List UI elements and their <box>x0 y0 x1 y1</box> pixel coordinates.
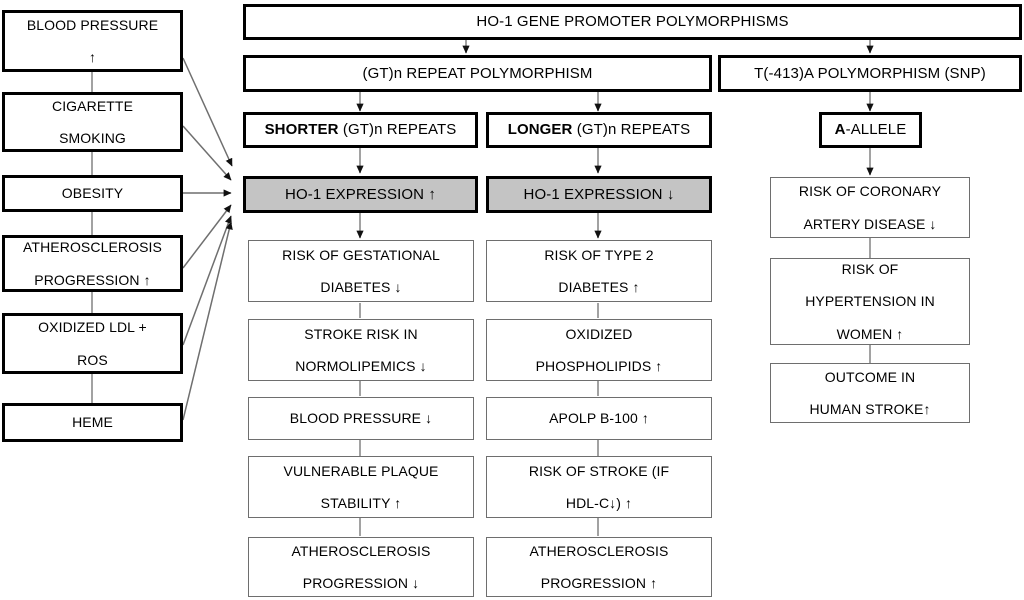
node-outcome-shorter-5[interactable]: ATHEROSCLEROSIS PROGRESSION ↓ <box>248 537 474 597</box>
outcome-text: STROKE RISK IN NORMOLIPEMICS ↓ <box>287 326 434 375</box>
outcome-line1: VULNERABLE PLAQUE <box>283 462 439 479</box>
outcome-text: ATHEROSCLEROSIS PROGRESSION ↓ <box>284 543 439 592</box>
outcome-line2: HUMAN STROKE↑ <box>809 401 931 418</box>
risk-factor-text: CIGARETTE SMOKING <box>44 98 141 147</box>
node-a-allele[interactable]: A-ALLELE <box>819 112 922 148</box>
outcome-line1: STROKE RISK IN <box>304 325 418 342</box>
outcome-text: RISK OF STROKE (IF HDL-C↓) ↑ <box>521 463 677 512</box>
outcome-text: ATHEROSCLEROSIS PROGRESSION ↑ <box>522 543 677 592</box>
outcome-text: OXIDIZED PHOSPHOLIPIDS ↑ <box>528 326 671 375</box>
risk-line2: ROS <box>77 351 108 368</box>
risk-factor-text: BLOOD PRESSURE ↑ <box>19 17 166 66</box>
outcome-text: OUTCOME IN HUMAN STROKE↑ <box>801 369 938 418</box>
outcome-line2: HYPERTENSION IN <box>805 293 935 310</box>
node-longer-label: LONGER (GT)n REPEATS <box>504 121 695 138</box>
outcome-line1: BLOOD PRESSURE ↓ <box>289 410 433 427</box>
outcome-line1: RISK OF GESTATIONAL <box>282 246 440 263</box>
node-outcome-longer-2[interactable]: OXIDIZED PHOSPHOLIPIDS ↑ <box>486 319 712 381</box>
node-longer-repeats[interactable]: LONGER (GT)n REPEATS <box>486 112 712 148</box>
node-outcome-shorter-1[interactable]: RISK OF GESTATIONAL DIABETES ↓ <box>248 240 474 302</box>
risk-line2: PROGRESSION ↑ <box>34 271 151 288</box>
outcome-line1: RISK OF STROKE (IF <box>528 462 670 479</box>
node-shorter-rest: (GT)n REPEATS <box>338 121 457 139</box>
risk-line1: BLOOD PRESSURE <box>26 16 159 33</box>
node-ho1-expression-down[interactable]: HO-1 EXPRESSION ↓ <box>486 176 712 213</box>
risk-factor-text: OXIDIZED LDL + ROS <box>30 319 155 368</box>
risk-line1: HEME <box>72 414 113 431</box>
node-shorter-strong: SHORTER <box>264 121 339 139</box>
node-risk-atherosclerosis-progression[interactable]: ATHEROSCLEROSIS PROGRESSION ↑ <box>2 235 183 292</box>
outcome-text: VULNERABLE PLAQUE STABILITY ↑ <box>276 463 447 512</box>
node-ho1-expression-up-label: HO-1 EXPRESSION ↑ <box>285 185 436 203</box>
node-risk-obesity[interactable]: OBESITY <box>2 175 183 212</box>
risk-line2: SMOKING <box>59 130 126 147</box>
node-gtn-label: (GT)n REPEAT POLYMORPHISM <box>362 64 593 82</box>
node-t413a-polymorphism[interactable]: T(-413)A POLYMORPHISM (SNP) <box>718 55 1022 92</box>
outcome-line2: HDL-C↓) ↑ <box>565 495 633 512</box>
node-outcome-shorter-2[interactable]: STROKE RISK IN NORMOLIPEMICS ↓ <box>248 319 474 381</box>
outcome-line1: ATHEROSCLEROSIS <box>529 542 669 559</box>
outcome-text: RISK OF GESTATIONAL DIABETES ↓ <box>274 247 448 296</box>
outcome-line2: PROGRESSION ↓ <box>302 575 420 592</box>
node-a-allele-rest: -ALLELE <box>845 121 907 139</box>
node-risk-blood-pressure[interactable]: BLOOD PRESSURE ↑ <box>2 10 183 72</box>
node-shorter-repeats[interactable]: SHORTER (GT)n REPEATS <box>243 112 478 148</box>
outcome-line1: APOLP B-100 ↑ <box>549 410 649 427</box>
node-outcome-snp-3[interactable]: OUTCOME IN HUMAN STROKE↑ <box>770 363 970 423</box>
outcome-line2: PROGRESSION ↑ <box>540 575 658 592</box>
node-outcome-longer-1[interactable]: RISK OF TYPE 2 DIABETES ↑ <box>486 240 712 302</box>
node-risk-heme[interactable]: HEME <box>2 403 183 442</box>
node-ho1-expression-up[interactable]: HO-1 EXPRESSION ↑ <box>243 176 478 213</box>
node-outcome-longer-5[interactable]: ATHEROSCLEROSIS PROGRESSION ↑ <box>486 537 712 597</box>
node-outcome-snp-2[interactable]: RISK OF HYPERTENSION IN WOMEN ↑ <box>770 258 970 345</box>
outcome-line1: RISK OF <box>841 260 899 277</box>
risk-line1: OBESITY <box>61 185 124 202</box>
outcome-line1: OUTCOME IN <box>824 368 916 385</box>
risk-line2: ↑ <box>88 49 97 66</box>
node-outcome-shorter-4[interactable]: VULNERABLE PLAQUE STABILITY ↑ <box>248 456 474 518</box>
outcome-line2: ARTERY DISEASE ↓ <box>803 215 937 232</box>
outcome-line2: DIABETES ↑ <box>558 279 640 296</box>
node-root-polymorphisms[interactable]: HO-1 GENE PROMOTER POLYMORPHISMS <box>243 4 1022 40</box>
risk-line1: ATHEROSCLEROSIS <box>23 239 162 256</box>
outcome-line1: RISK OF CORONARY <box>798 183 942 200</box>
outcome-line2: NORMOLIPEMICS ↓ <box>295 358 427 375</box>
outcome-line2: PHOSPHOLIPIDS ↑ <box>535 358 663 375</box>
risk-line1: CIGARETTE <box>51 97 134 114</box>
node-outcome-longer-3[interactable]: APOLP B-100 ↑ <box>486 397 712 440</box>
outcome-line1: RISK OF TYPE 2 <box>544 246 654 263</box>
outcome-line2: STABILITY ↑ <box>320 495 402 512</box>
outcome-text: RISK OF CORONARY ARTERY DISEASE ↓ <box>791 183 949 232</box>
node-a-allele-label: A-ALLELE <box>831 121 911 138</box>
node-ho1-expression-down-label: HO-1 EXPRESSION ↓ <box>523 185 675 203</box>
outcome-line1: OXIDIZED <box>565 325 633 342</box>
node-outcome-shorter-3[interactable]: BLOOD PRESSURE ↓ <box>248 397 474 440</box>
node-t413a-label: T(-413)A POLYMORPHISM (SNP) <box>754 64 986 82</box>
node-a-allele-strong: A <box>834 121 846 139</box>
node-gtn-repeat-polymorphism[interactable]: (GT)n REPEAT POLYMORPHISM <box>243 55 712 92</box>
outcome-text: RISK OF TYPE 2 DIABETES ↑ <box>536 247 661 296</box>
outcome-line2: DIABETES ↓ <box>320 279 402 296</box>
node-shorter-label: SHORTER (GT)n REPEATS <box>261 121 461 138</box>
node-root-label: HO-1 GENE PROMOTER POLYMORPHISMS <box>476 13 789 31</box>
outcome-line1: ATHEROSCLEROSIS <box>291 542 431 559</box>
outcome-line3: WOMEN ↑ <box>836 325 904 342</box>
node-longer-rest: (GT)n REPEATS <box>572 121 691 139</box>
node-risk-oxidized-ldl-ros[interactable]: OXIDIZED LDL + ROS <box>2 313 183 374</box>
node-outcome-longer-4[interactable]: RISK OF STROKE (IF HDL-C↓) ↑ <box>486 456 712 518</box>
risk-line1: OXIDIZED LDL + <box>38 319 147 336</box>
node-outcome-snp-1[interactable]: RISK OF CORONARY ARTERY DISEASE ↓ <box>770 177 970 238</box>
node-longer-strong: LONGER <box>507 121 573 139</box>
node-risk-cigarette-smoking[interactable]: CIGARETTE SMOKING <box>2 92 183 152</box>
risk-factor-text: ATHEROSCLEROSIS PROGRESSION ↑ <box>15 239 170 288</box>
outcome-text: RISK OF HYPERTENSION IN WOMEN ↑ <box>797 261 943 342</box>
